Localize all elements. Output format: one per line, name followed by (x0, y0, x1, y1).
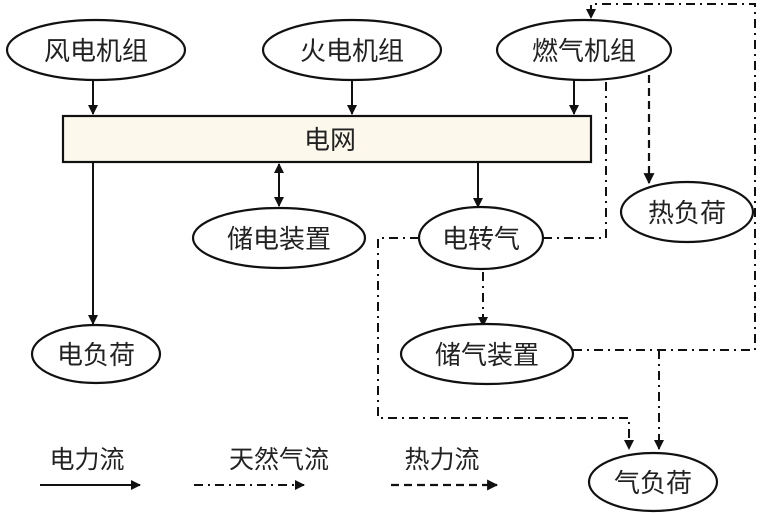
gas-load-label: 气负荷 (614, 469, 692, 499)
thermal-unit-label: 火电机组 (300, 37, 404, 67)
heat-load-label: 热负荷 (648, 199, 726, 229)
wind-turbine-node: 风电机组 (5, 18, 187, 82)
elec-load-label: 电负荷 (57, 341, 135, 371)
wind-turbine-label: 风电机组 (44, 37, 148, 67)
grid-label: 电网 (304, 126, 356, 156)
heat-load-node: 热负荷 (619, 180, 755, 244)
thermal-unit-node: 火电机组 (261, 18, 443, 82)
elec-storage-label: 储电装置 (227, 225, 331, 255)
legend-heat-label: 热力流 (404, 445, 479, 474)
gas-load-node: 气负荷 (587, 451, 719, 513)
p2g-label: 电转气 (442, 225, 520, 255)
gas-turbine-label: 燃气机组 (532, 37, 636, 67)
legend: 电力流 天然气流 热力流 (40, 445, 499, 491)
legend-item-heat: 热力流 (391, 445, 499, 491)
legend-power-label: 电力流 (49, 445, 124, 474)
gas-turbine-node: 燃气机组 (495, 18, 673, 82)
edge-gas-storage-to-gasturbine (573, 3, 756, 351)
gas-storage-label: 储气装置 (435, 341, 539, 371)
grid-node: 电网 (61, 114, 593, 164)
elec-storage-node: 储电装置 (191, 206, 367, 270)
edge-p2g-to-gas-load (377, 237, 634, 450)
gas-storage-node: 储气装置 (399, 322, 575, 386)
edge-p2g-to-gasturbine (543, 82, 607, 239)
legend-gas-label: 天然气流 (229, 445, 329, 474)
legend-item-gas: 天然气流 (194, 445, 329, 490)
p2g-node: 电转气 (417, 205, 545, 271)
legend-item-power: 电力流 (40, 445, 141, 490)
elec-load-node: 电负荷 (30, 323, 162, 385)
